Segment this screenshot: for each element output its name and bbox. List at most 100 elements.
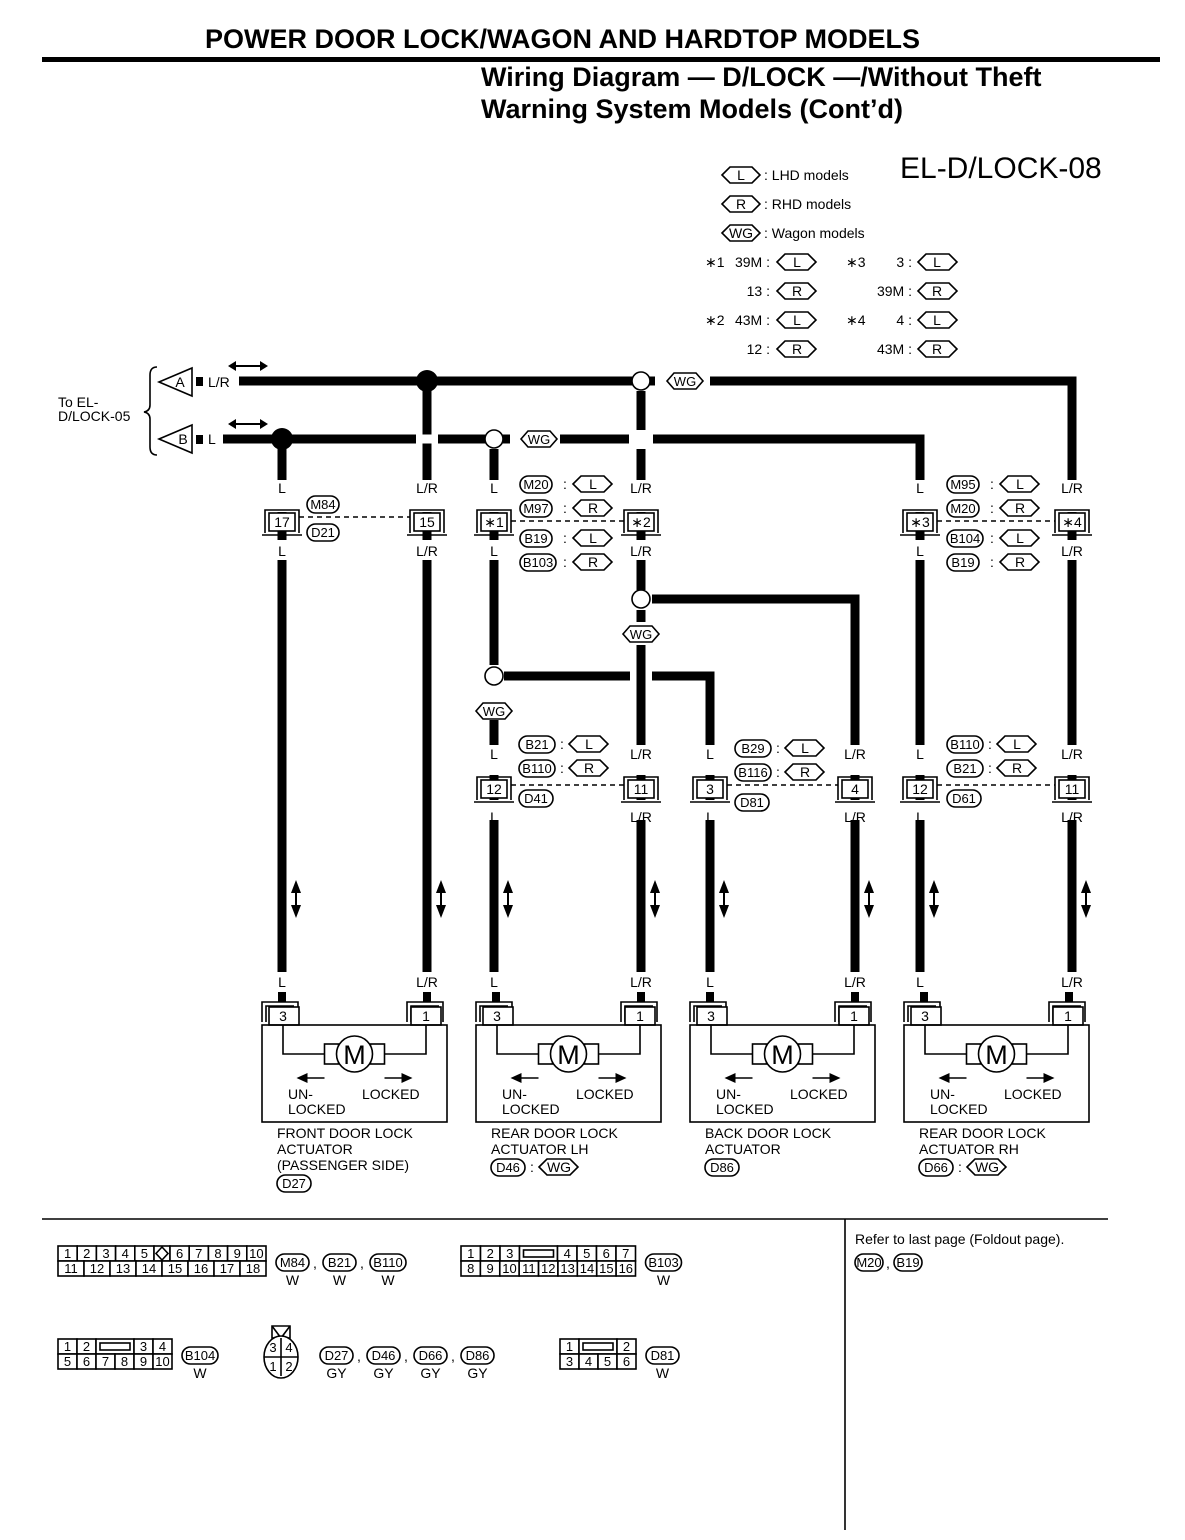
label: D86 bbox=[710, 1160, 734, 1175]
option-tag: R bbox=[997, 760, 1036, 776]
wire-color-label: L bbox=[706, 974, 714, 990]
wire-color-label: L/R bbox=[416, 480, 438, 496]
connector-id-badge: D41 bbox=[519, 790, 553, 807]
label: : bbox=[990, 554, 994, 570]
svg-text:L: L bbox=[208, 431, 216, 447]
svg-text:L: L bbox=[793, 312, 801, 328]
wire-color-label: L/R bbox=[630, 746, 652, 762]
wg-tag: WG bbox=[667, 373, 703, 389]
splice-solid bbox=[416, 370, 438, 392]
connector-b-flag: B L bbox=[159, 425, 216, 453]
pin-number: 1 bbox=[269, 1359, 276, 1374]
svg-text:WG: WG bbox=[630, 627, 652, 642]
pin-number: 2 bbox=[83, 1339, 90, 1354]
pin-number: 1 bbox=[467, 1246, 474, 1261]
note-1: ∗1 39M : L 13 : R bbox=[705, 254, 816, 299]
label: R bbox=[588, 500, 598, 516]
unlocked-label: LOCKED bbox=[502, 1101, 560, 1117]
wire-color-label: L/R bbox=[630, 543, 652, 559]
label: D66 bbox=[924, 1160, 948, 1175]
pin-number: 7 bbox=[102, 1354, 109, 1369]
svg-text:,: , bbox=[886, 1255, 890, 1271]
svg-text:A: A bbox=[175, 374, 185, 390]
label: R bbox=[1012, 760, 1022, 776]
connector-id-badge: B21 bbox=[947, 760, 983, 777]
label: D86 bbox=[466, 1348, 490, 1363]
note-2: ∗2 43M : L 12 : R bbox=[705, 312, 816, 357]
pin-number: 1 bbox=[422, 1008, 430, 1024]
connector-color: W bbox=[656, 1365, 670, 1381]
pin-number: 6 bbox=[603, 1246, 610, 1261]
unlocked-label: LOCKED bbox=[716, 1101, 774, 1117]
label: : bbox=[990, 530, 994, 546]
connector-color: GY bbox=[420, 1365, 441, 1381]
splice-optional bbox=[485, 667, 503, 685]
wire-color-label: L bbox=[490, 480, 498, 496]
pin-number: 7 bbox=[195, 1246, 202, 1261]
wire-color-label: L/R bbox=[416, 974, 438, 990]
svg-text:WG: WG bbox=[528, 432, 550, 447]
label: R bbox=[584, 760, 594, 776]
wire-color-label: L/R bbox=[1061, 809, 1083, 825]
connector-face-view: 123456789101112131415161718 bbox=[58, 1246, 266, 1276]
connector-id-badge: D86 bbox=[705, 1159, 739, 1176]
pin-number: 4 bbox=[285, 1340, 292, 1355]
wire-color-label: L/R bbox=[844, 809, 866, 825]
connector-face-view: 3412 bbox=[264, 1326, 298, 1378]
arrow-left-icon bbox=[511, 1073, 539, 1083]
wire-color-label: L/R bbox=[1061, 543, 1083, 559]
wire-color-label: L/R bbox=[416, 543, 438, 559]
label: L bbox=[1016, 476, 1024, 492]
svg-text:R: R bbox=[792, 283, 802, 299]
actuator-name: (PASSENGER SIDE) bbox=[277, 1157, 409, 1173]
svg-text:L: L bbox=[933, 254, 941, 270]
connector-id-badge: D81 bbox=[735, 794, 769, 811]
option-tag: L bbox=[785, 740, 824, 756]
connector-color: W bbox=[381, 1272, 395, 1288]
bidirectional-arrow-icon bbox=[719, 880, 729, 918]
arrow-right-icon bbox=[385, 1073, 413, 1083]
connector-id-badge: D21 bbox=[307, 524, 339, 541]
pin-number: 11 bbox=[522, 1261, 536, 1276]
label: M84 bbox=[310, 497, 335, 512]
pin-number: 8 bbox=[467, 1261, 474, 1276]
splice-optional bbox=[485, 430, 503, 448]
option-tag: R bbox=[569, 760, 608, 776]
subtitle-line2: Warning System Models (Cont’d) bbox=[481, 94, 903, 124]
option-tag: WG bbox=[539, 1159, 578, 1175]
pin-number: 14 bbox=[142, 1261, 156, 1276]
arrow-left-icon bbox=[725, 1073, 753, 1083]
bidirectional-arrow-icon bbox=[291, 880, 301, 918]
splice-optional bbox=[632, 372, 650, 390]
svg-text:R: R bbox=[792, 341, 802, 357]
label: B104 bbox=[185, 1348, 215, 1363]
locked-label: LOCKED bbox=[1004, 1086, 1062, 1102]
pin-number: 1 bbox=[636, 1008, 644, 1024]
connector-id-badge: D66 bbox=[414, 1347, 447, 1364]
unlocked-label: LOCKED bbox=[930, 1101, 988, 1117]
pin-number: 12 bbox=[90, 1261, 104, 1276]
connector-id-badge: B29 bbox=[735, 740, 771, 757]
svg-text:3 :: 3 : bbox=[896, 254, 912, 270]
pin-number: 17 bbox=[220, 1261, 234, 1276]
arrow-right-icon bbox=[1027, 1073, 1055, 1083]
label: : bbox=[560, 760, 564, 776]
pin-number: 10 bbox=[155, 1354, 169, 1369]
motor-label: M bbox=[771, 1040, 794, 1070]
label: B104 bbox=[950, 531, 980, 546]
label: : bbox=[563, 500, 567, 516]
pin-number: 1 bbox=[850, 1008, 858, 1024]
pin-number: 1 bbox=[1064, 1008, 1072, 1024]
label: : bbox=[560, 736, 564, 752]
pin-number: 6 bbox=[83, 1354, 90, 1369]
splice-solid bbox=[271, 428, 293, 450]
note-4: ∗4 4 : L 43M : R bbox=[846, 312, 957, 357]
unlocked-label: UN- bbox=[502, 1086, 527, 1102]
bidirectional-arrow-icon bbox=[503, 880, 513, 918]
wire-color-label: L/R bbox=[1061, 974, 1083, 990]
connector-views: 123456789101112131415161718M84W,B21W,B11… bbox=[58, 1246, 682, 1381]
label: B29 bbox=[741, 741, 764, 756]
label: L bbox=[589, 530, 597, 546]
pin-number: 4 bbox=[585, 1354, 592, 1369]
connector-face-view: 123456 bbox=[560, 1339, 636, 1369]
